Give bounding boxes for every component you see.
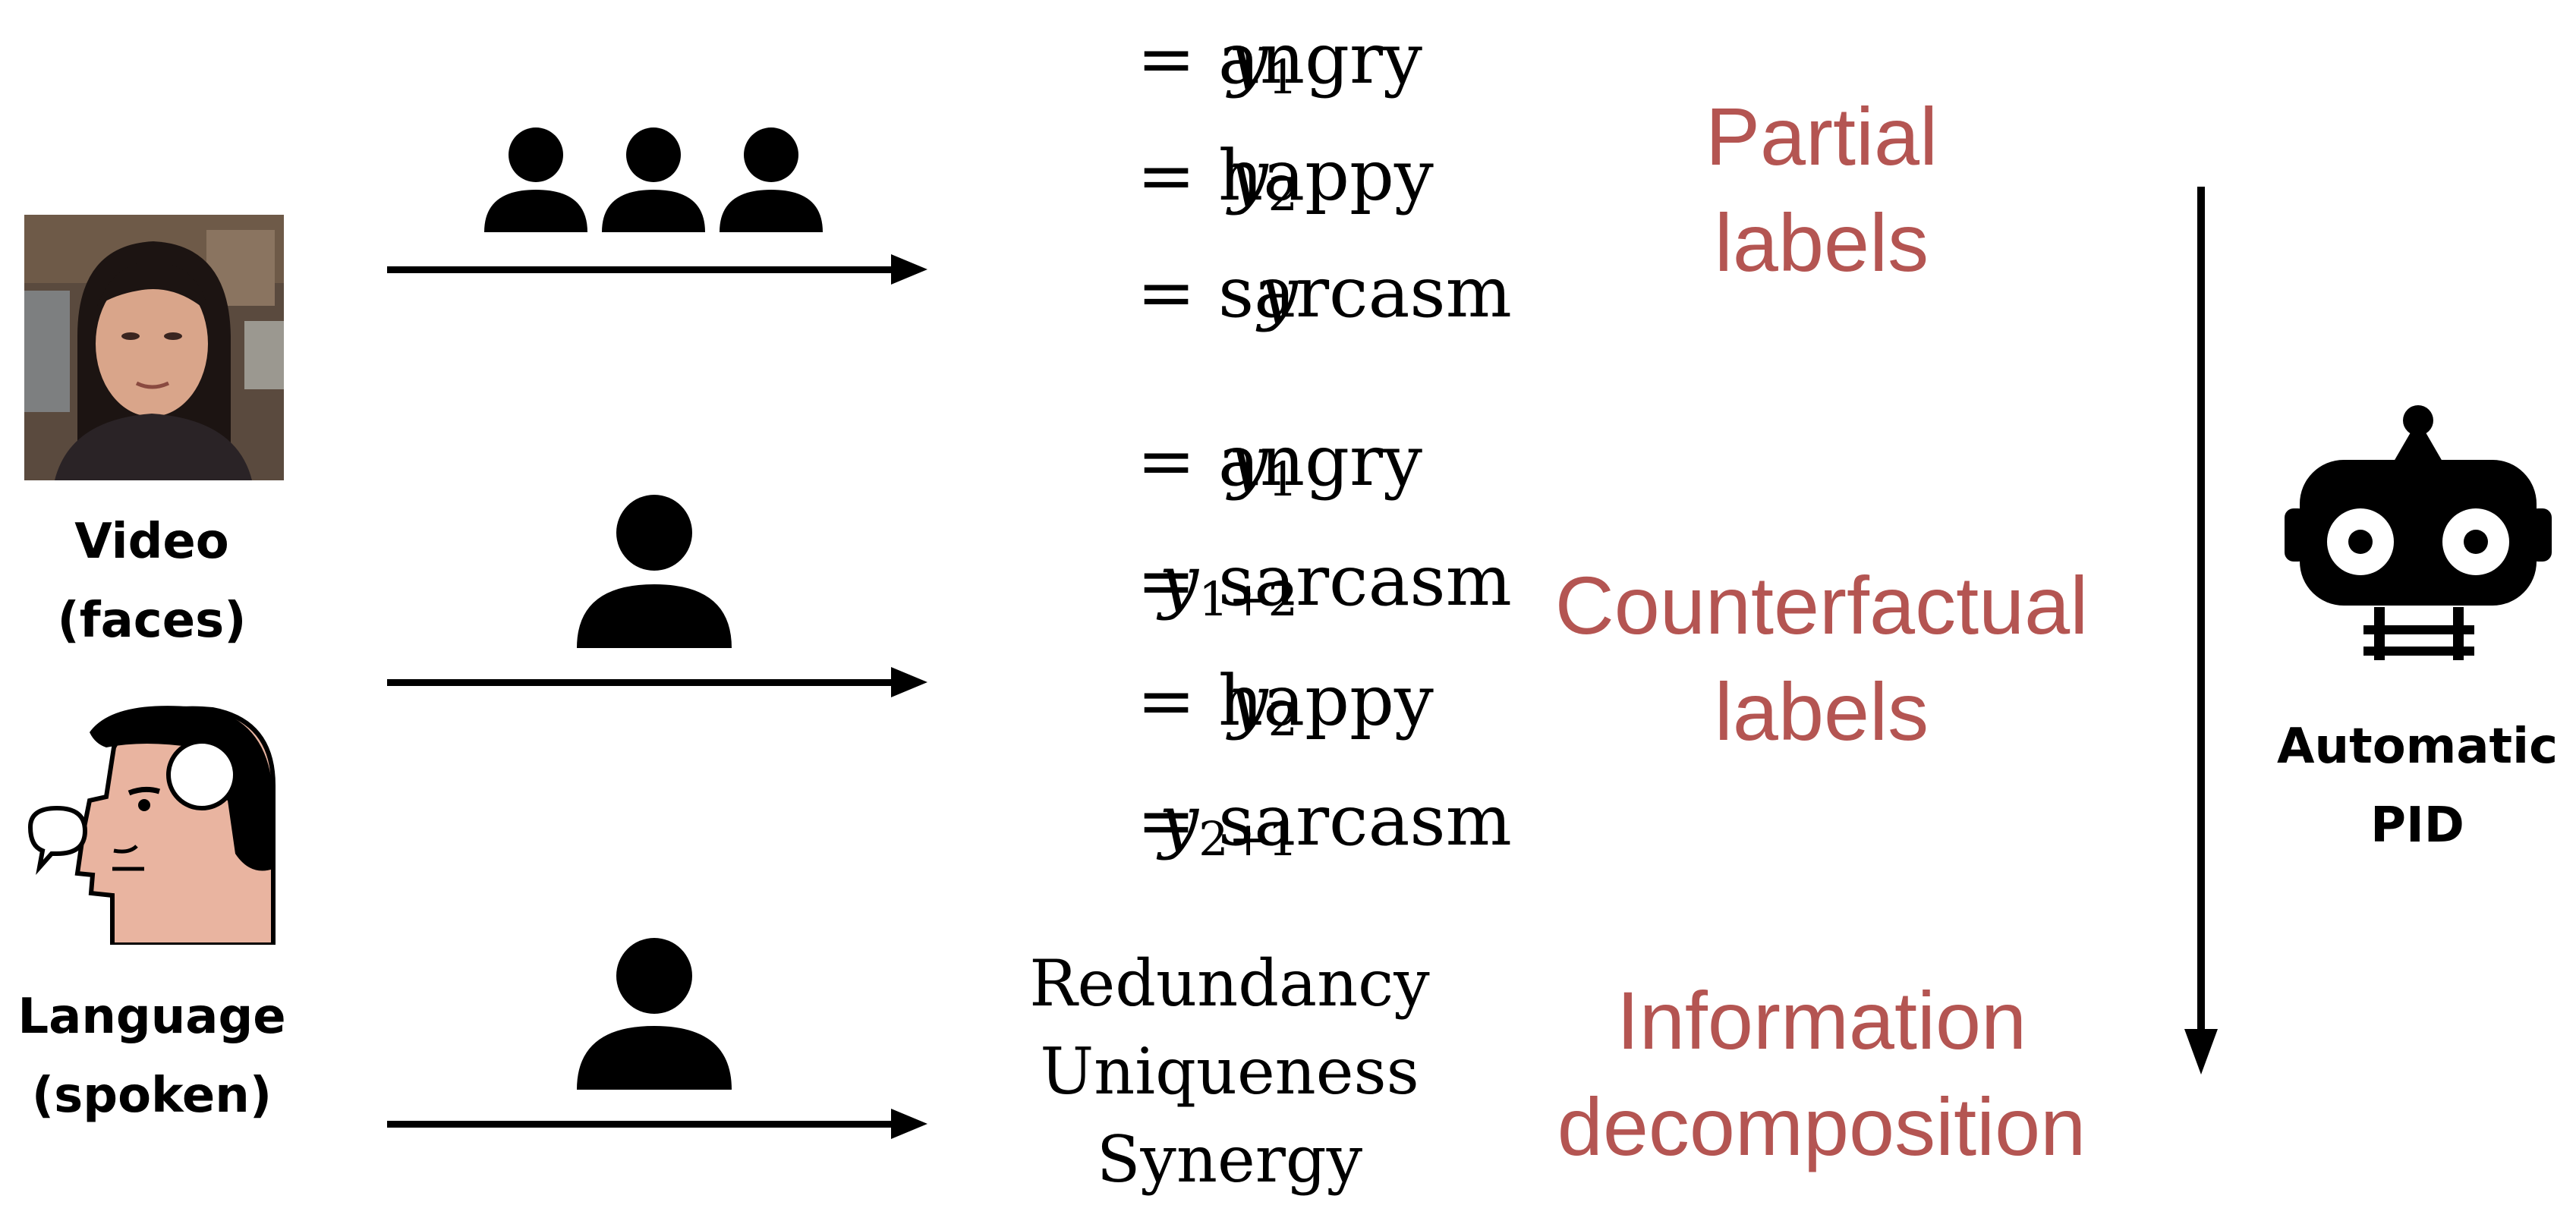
label-value: angry <box>1218 420 1422 502</box>
equation-row: y2 = happy <box>949 131 1526 222</box>
equation-row: y = sarcasm <box>949 247 1526 338</box>
variable: y <box>1258 252 1298 333</box>
equals-sign: = <box>1137 660 1196 741</box>
equals-sign: = <box>1137 540 1196 621</box>
variable: y <box>1228 420 1268 502</box>
label-value: happy <box>1218 660 1434 741</box>
equation-row: y1+2 = sarcasm <box>949 536 1526 627</box>
variable: y <box>1159 540 1199 621</box>
equation-row: y1 = angry <box>949 416 1526 507</box>
arrow-to-partial-labels <box>387 254 927 285</box>
title-line: labels <box>1714 665 1929 757</box>
subscript: 1 <box>1268 49 1298 105</box>
variable: y <box>1228 18 1268 99</box>
title-line: Information <box>1616 974 2027 1066</box>
equation-row: y1 = angry <box>949 14 1526 105</box>
person-icon <box>577 938 732 1090</box>
robot-label-line: PID <box>2370 798 2464 854</box>
video-thumbnail <box>24 215 284 480</box>
partial-labels-title: Partial labels <box>1518 83 2125 296</box>
subscript: 2+1 <box>1198 811 1298 867</box>
video-modality-label: Video (faces) <box>0 502 304 660</box>
title-line: labels <box>1714 197 1929 288</box>
equals-sign: = <box>1137 420 1196 502</box>
label-value: happy <box>1218 135 1434 216</box>
label-value: sarcasm <box>1218 252 1512 333</box>
downward-arrow <box>2184 187 2218 1075</box>
language-modality-label: Language (spoken) <box>0 977 304 1135</box>
equation-row: y2+1 = sarcasm <box>949 776 1526 867</box>
title-line: decomposition <box>1557 1081 2086 1172</box>
robot-label-line: Automatic <box>2277 719 2558 775</box>
speaker-illustration <box>27 706 276 945</box>
video-label: Video <box>74 514 229 570</box>
person-icon <box>577 495 732 648</box>
subscript: 1+2 <box>1198 571 1298 627</box>
pid-term: Uniqueness <box>1040 1034 1419 1109</box>
title-line: Partial <box>1705 90 1938 182</box>
information-decomposition-title: Information decomposition <box>1510 968 2133 1180</box>
robot-icon <box>2285 405 2552 660</box>
equals-sign: = <box>1137 780 1196 861</box>
variable: y <box>1159 780 1199 861</box>
title-line: Counterfactual <box>1554 559 2089 651</box>
pid-term: Synergy <box>1096 1122 1363 1197</box>
pid-term: Redundancy <box>1029 946 1430 1021</box>
video-sublabel: (faces) <box>57 593 247 649</box>
arrow-to-counterfactual-labels <box>387 667 927 697</box>
subscript: 1 <box>1268 452 1298 507</box>
language-label: Language <box>17 989 286 1045</box>
label-value: angry <box>1218 18 1422 99</box>
arrow-to-information-decomposition <box>387 1109 927 1139</box>
subscript: 2 <box>1268 691 1298 747</box>
equals-sign: = <box>1137 135 1196 216</box>
variable: y <box>1228 135 1268 216</box>
equation-row: y2 = happy <box>949 656 1526 747</box>
three-person-icon <box>484 127 823 232</box>
counterfactual-labels-title: Counterfactual labels <box>1510 552 2133 765</box>
equals-sign: = <box>1137 18 1196 99</box>
label-value: sarcasm <box>1218 780 1512 861</box>
subscript: 2 <box>1268 166 1298 222</box>
language-sublabel: (spoken) <box>31 1068 272 1124</box>
robot-label: Automatic PID <box>2258 707 2576 865</box>
equals-sign: = <box>1137 252 1196 333</box>
label-value: sarcasm <box>1218 540 1512 621</box>
variable: y <box>1228 660 1268 741</box>
